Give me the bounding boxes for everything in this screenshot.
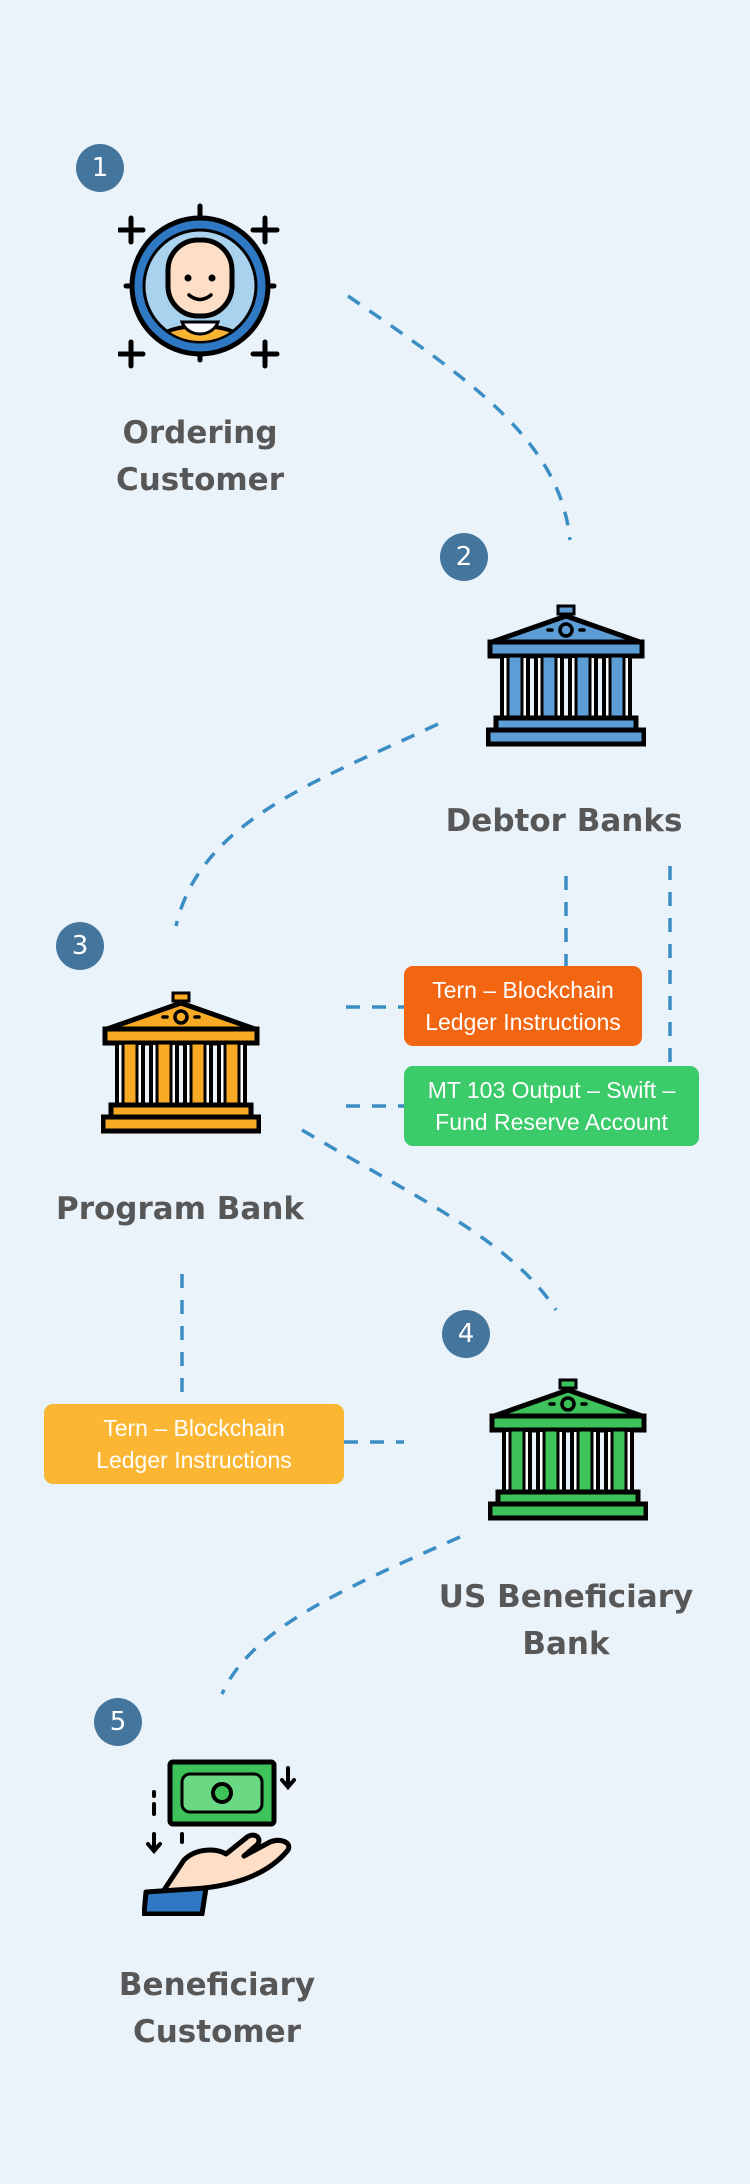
money-hand-icon xyxy=(142,1759,296,1916)
tern-ledger-instructions-box-debtor: Tern – Blockchain Ledger Instructions xyxy=(404,966,642,1046)
step-1-label: Ordering Customer xyxy=(115,415,284,498)
step-1-badge: 1 xyxy=(76,144,124,192)
step-2-badge: 2 xyxy=(440,533,488,581)
program-bank-icon xyxy=(101,991,261,1134)
step-2-label: Debtor Banks xyxy=(445,803,683,839)
connector-3-to-4 xyxy=(301,1128,558,1311)
step-5-label: Beneficiary Customer xyxy=(118,1967,316,2050)
customer-avatar-icon xyxy=(118,203,280,369)
connector-2-to-3 xyxy=(174,722,439,927)
connector-group xyxy=(174,294,672,1695)
step-4-badge: 4 xyxy=(442,1310,490,1358)
step-5-badge: 5 xyxy=(94,1698,142,1746)
tern-ledger-instructions-box-program: Tern – Blockchain Ledger Instructions xyxy=(44,1404,344,1484)
us-beneficiary-bank-icon xyxy=(488,1378,648,1521)
debtor-bank-icon xyxy=(486,604,646,747)
connector-4-to-5 xyxy=(220,1535,461,1695)
step-3-label: Program Bank xyxy=(55,1191,305,1227)
step-4-label: US Beneficiary Bank xyxy=(438,1579,694,1662)
step-3-badge: 3 xyxy=(56,922,104,970)
mt103-swift-fund-reserve-box: MT 103 Output – Swift – Fund Reserve Acc… xyxy=(404,1066,699,1146)
connector-1-to-2 xyxy=(347,294,572,541)
